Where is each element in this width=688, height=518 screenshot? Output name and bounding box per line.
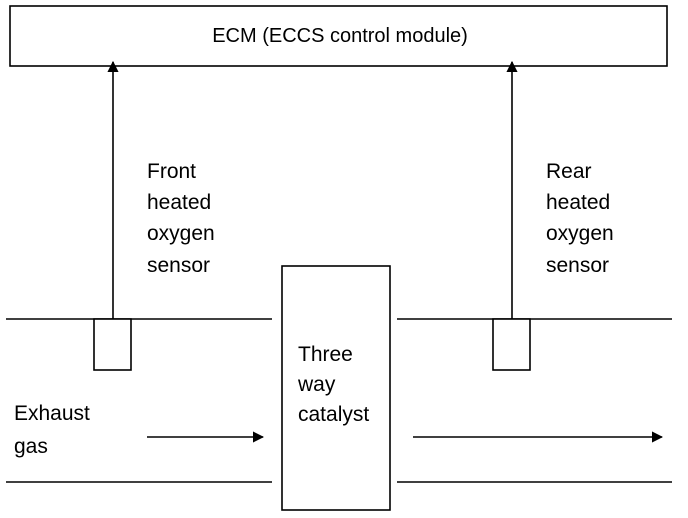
catalyst-label-line: Three — [298, 343, 353, 366]
rear-sensor-label-line: heated — [546, 191, 610, 214]
catalyst-label-line: catalyst — [298, 403, 369, 426]
rear-sensor-label-line: sensor — [546, 254, 609, 277]
front-sensor-label-line: heated — [147, 191, 211, 214]
exhaust-gas-label: Exhaust gas — [14, 402, 96, 458]
catalyst-label: Three way catalyst — [297, 343, 369, 426]
catalyst-box — [281, 265, 391, 511]
rear-sensor-label-line: oxygen — [546, 222, 614, 245]
rear-sensor-label-line: Rear — [546, 160, 592, 183]
rear-sensor-label: Rear heated oxygen sensor — [546, 160, 620, 277]
ecm-label: ECM (ECCS control module) — [212, 25, 468, 47]
front-sensor-label-line: Front — [147, 160, 196, 183]
front-sensor-body — [93, 318, 132, 371]
front-sensor-label-line: oxygen — [147, 222, 215, 245]
ecm-box — [9, 5, 668, 67]
exhaust-gas-label-line: gas — [14, 435, 48, 458]
front-sensor-label-line: sensor — [147, 254, 210, 277]
rear-sensor-body — [492, 318, 531, 371]
front-sensor-label: Front heated oxygen sensor — [147, 160, 221, 277]
exhaust-gas-label-line: Exhaust — [14, 402, 90, 425]
catalyst-label-line: way — [297, 373, 336, 396]
